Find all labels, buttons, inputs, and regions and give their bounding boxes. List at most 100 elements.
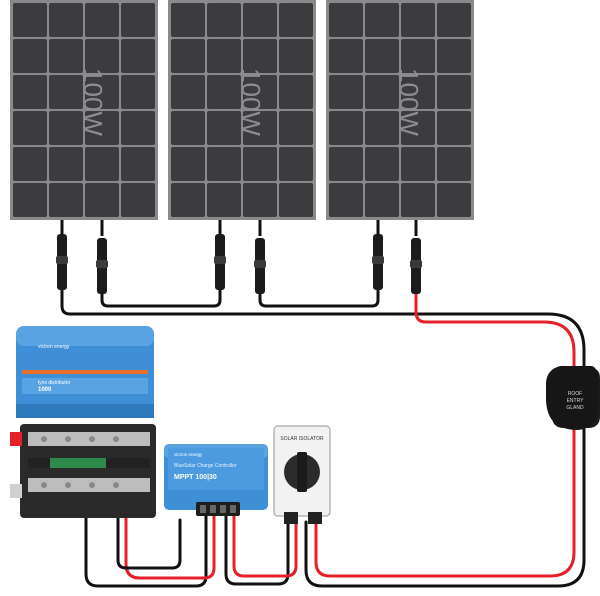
panel-cell bbox=[207, 183, 241, 217]
panel-cell bbox=[437, 111, 471, 145]
panel-cell bbox=[49, 75, 83, 109]
panel-cell bbox=[401, 183, 435, 217]
wire-mppt-bat-pos bbox=[124, 470, 216, 580]
panel-wattage-label: 100W bbox=[236, 68, 266, 136]
panel-cell bbox=[365, 39, 399, 73]
panel-cell bbox=[13, 147, 47, 181]
panel-cell bbox=[13, 75, 47, 109]
mppt-model: MPPT 100|30 bbox=[174, 474, 217, 481]
panel-cell bbox=[207, 75, 241, 109]
panel-cell bbox=[243, 3, 277, 37]
panel-cell bbox=[49, 3, 83, 37]
panel-cell bbox=[401, 3, 435, 37]
panel-cell bbox=[401, 39, 435, 73]
panel-cell bbox=[243, 39, 277, 73]
isolator-label: SOLAR ISOLATOR bbox=[280, 436, 324, 442]
panel-cell bbox=[279, 147, 313, 181]
panel-cell bbox=[329, 39, 363, 73]
panel-wattage-label: 100W bbox=[78, 68, 108, 136]
mppt-brand: victron energy bbox=[174, 452, 203, 457]
panel-cell bbox=[121, 147, 155, 181]
panel-cell bbox=[437, 75, 471, 109]
panel-cell bbox=[207, 111, 241, 145]
mc4-ring bbox=[410, 260, 422, 268]
wire-panel3-pos bbox=[414, 288, 576, 374]
panel-cell bbox=[401, 75, 435, 109]
panel-cell bbox=[329, 147, 363, 181]
panel-cell bbox=[329, 75, 363, 109]
panel-cell bbox=[49, 39, 83, 73]
panel-cell bbox=[121, 3, 155, 37]
distributor-model: lynx distributor bbox=[38, 380, 71, 386]
panel-cell bbox=[121, 75, 155, 109]
roof-entry-gland: ROOF ENTRY GLAND bbox=[546, 366, 600, 430]
panel-cell bbox=[85, 183, 119, 217]
panel-cell bbox=[279, 3, 313, 37]
wire-gland-pos bbox=[314, 416, 576, 578]
panel-cell bbox=[365, 75, 399, 109]
panel-cell bbox=[85, 147, 119, 181]
panel-cell bbox=[279, 39, 313, 73]
panel-cell bbox=[49, 111, 83, 145]
panel-cell bbox=[171, 3, 205, 37]
panel-cell bbox=[365, 3, 399, 37]
panel-cell bbox=[365, 111, 399, 145]
panel-cell bbox=[279, 111, 313, 145]
panel-cell bbox=[171, 75, 205, 109]
panel-cell bbox=[171, 183, 205, 217]
panel-cell bbox=[13, 111, 47, 145]
mc4-ring bbox=[254, 260, 266, 268]
panel-cell bbox=[85, 3, 119, 37]
wire-panel1-neg bbox=[60, 288, 586, 374]
distributor-rating: 1000 bbox=[38, 387, 52, 393]
lynx-distributor: victron energy lynx distributor 1000 bbox=[16, 326, 154, 418]
mppt-charge-controller: victron energy BlueSolar Charge Controll… bbox=[164, 444, 268, 516]
mppt-type: BlueSolar Charge Controller bbox=[174, 463, 237, 469]
wires bbox=[60, 288, 586, 588]
panel-cell bbox=[85, 75, 119, 109]
panel-cell bbox=[243, 183, 277, 217]
panel-cell bbox=[85, 39, 119, 73]
panel-cell bbox=[121, 183, 155, 217]
wire-iso-to-mppt-pos bbox=[232, 514, 298, 578]
solar-isolator: SOLAR ISOLATOR bbox=[273, 425, 331, 524]
gland-label-line3: GLAND bbox=[566, 405, 584, 411]
panel-cell bbox=[49, 147, 83, 181]
panel-cell bbox=[121, 111, 155, 145]
panel-cell bbox=[329, 183, 363, 217]
panel-cell bbox=[243, 111, 277, 145]
panel-cell bbox=[85, 111, 119, 145]
wire-panel1-to-panel2 bbox=[100, 288, 222, 308]
panel-cell bbox=[437, 39, 471, 73]
wire-dist-neg-2 bbox=[116, 498, 182, 570]
lynx-busbar-unit bbox=[10, 424, 156, 518]
panel-cell bbox=[207, 3, 241, 37]
wire-iso-to-mppt-neg bbox=[224, 514, 290, 586]
panel-cell bbox=[121, 39, 155, 73]
panel-cell bbox=[365, 183, 399, 217]
wire-mppt-bat-neg bbox=[84, 488, 208, 588]
solar-panel-1: 100W bbox=[10, 0, 158, 294]
solar-panel-2: 100W bbox=[168, 0, 316, 294]
panel-cell bbox=[401, 111, 435, 145]
panel-cell bbox=[49, 183, 83, 217]
wire-gland-neg bbox=[304, 416, 586, 588]
panel-cell bbox=[171, 111, 205, 145]
panel-cell bbox=[279, 183, 313, 217]
solar-panels: 100W 100W 100W bbox=[10, 0, 474, 294]
panel-cell bbox=[329, 111, 363, 145]
panel-cell bbox=[401, 147, 435, 181]
mc4-ring bbox=[56, 256, 68, 264]
gland-label-line1: ROOF bbox=[568, 391, 582, 397]
panel-cell bbox=[243, 75, 277, 109]
panel-cell bbox=[279, 75, 313, 109]
gland-label-line2: ENTRY bbox=[567, 398, 585, 404]
panel-cell bbox=[171, 147, 205, 181]
panel-cell bbox=[13, 39, 47, 73]
solar-panel-3: 100W bbox=[326, 0, 474, 294]
mc4-ring bbox=[372, 256, 384, 264]
panel-cell bbox=[243, 147, 277, 181]
mc4-ring bbox=[96, 260, 108, 268]
